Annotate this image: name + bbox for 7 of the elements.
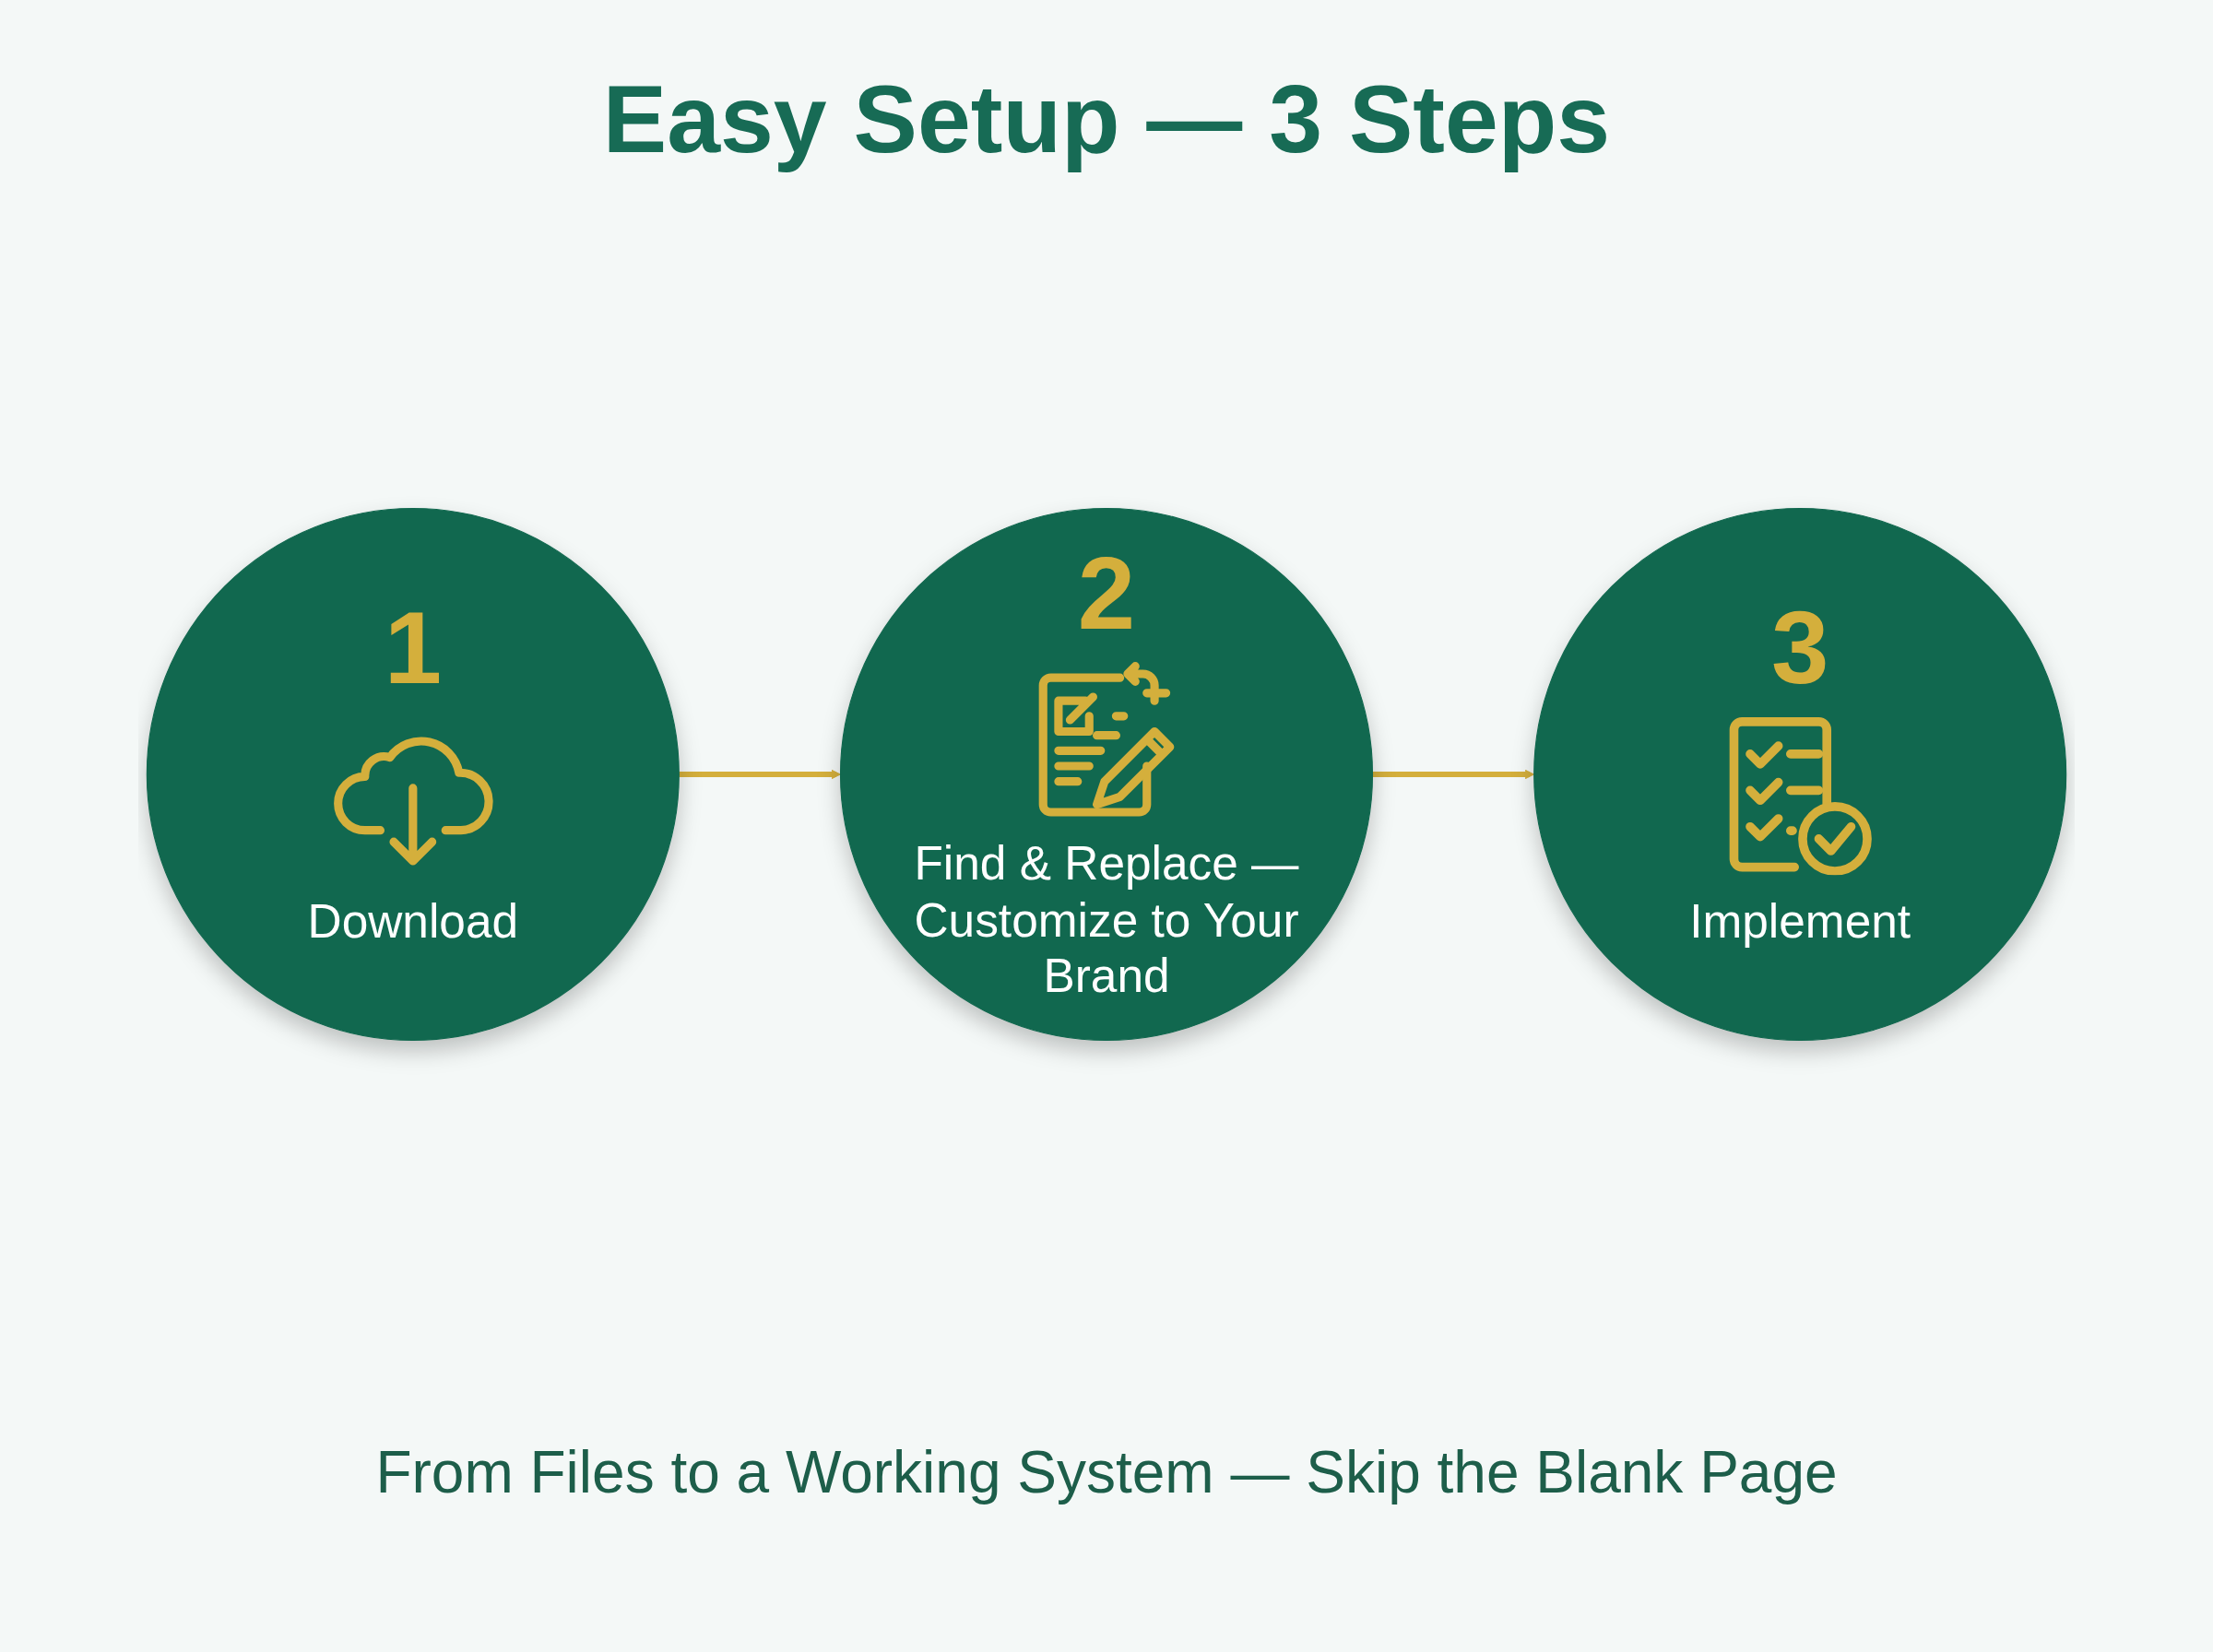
node-circle: 1 Download [146, 507, 680, 1042]
diagram-caption: From Files to a Working System — Skip the Blank Page [375, 1439, 1838, 1505]
arrow [679, 769, 841, 780]
arrow [1372, 769, 1535, 780]
node-circle: 3 Implement [1533, 507, 2067, 1042]
diagram-title: Easy Setup — 3 Steps [602, 65, 1611, 172]
node-circle: 2 Find & Replace — Customize to Your Brand [839, 507, 1374, 1042]
